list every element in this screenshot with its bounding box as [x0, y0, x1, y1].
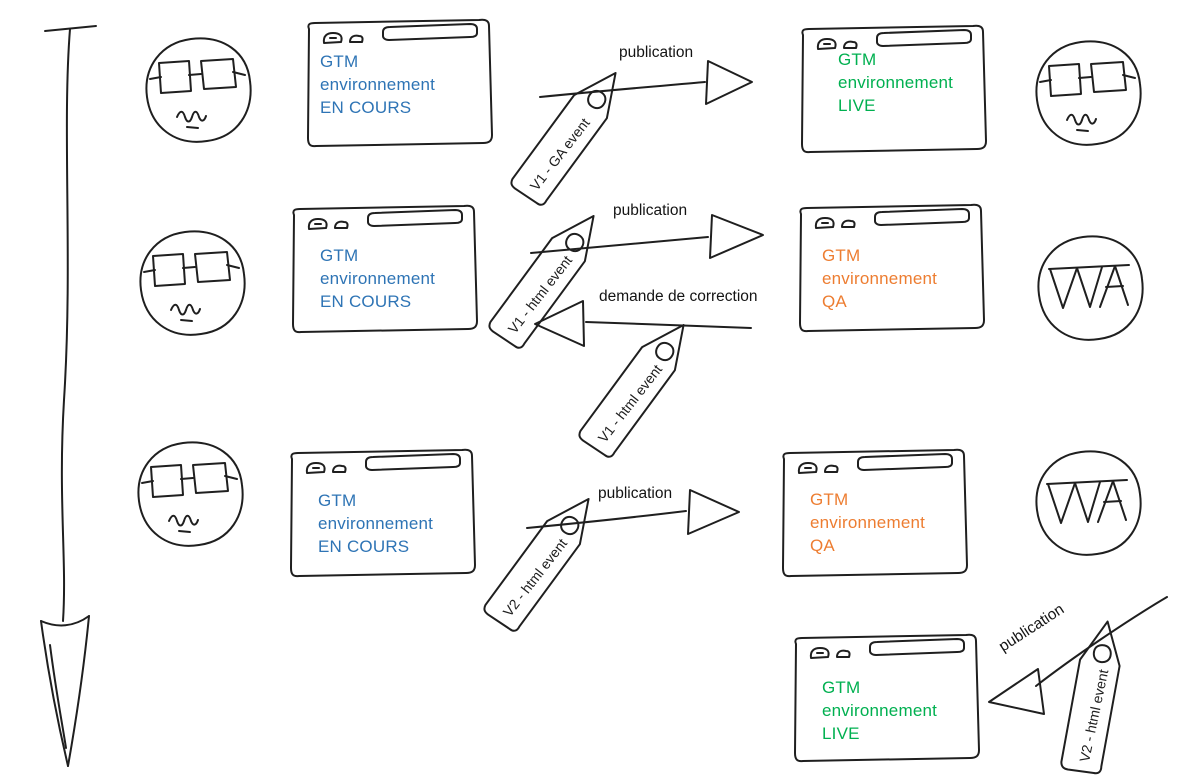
gtm-live-label-1: GTM environnement LIVE — [838, 48, 953, 117]
axis-head-left — [40, 620, 69, 767]
version-tag-v1-html-correction: V1 - html event — [573, 312, 704, 462]
window-text-line: environnement — [838, 73, 954, 92]
version-tag-v1-ga: V1 - GA event — [505, 60, 636, 210]
window-text-line: GTM — [838, 50, 877, 69]
developer-face-icon — [145, 37, 252, 143]
window-text-line: GTM — [810, 490, 849, 509]
window-text-line: GTM — [320, 52, 359, 71]
axis-head-top — [40, 615, 90, 627]
arrowhead-icon — [687, 489, 740, 535]
publication-label: publication — [996, 601, 1067, 656]
arrow-line — [1035, 596, 1168, 687]
reviewer-face-icon — [1035, 40, 1142, 146]
arrowhead-icon — [705, 60, 753, 105]
gtm-encours-label-1: GTM environnement EN COURS — [320, 50, 435, 119]
publication-arrow-4: publication — [988, 596, 1168, 715]
gtm-encours-label-2: GTM environnement EN COURS — [320, 244, 435, 313]
developer-face-icon — [139, 230, 246, 336]
axis-head-right — [67, 615, 90, 767]
window-text-line: LIVE — [822, 724, 860, 743]
gtm-qa-label-2: GTM environnement QA — [810, 488, 925, 557]
arrow-line — [530, 236, 709, 254]
window-text-line: EN COURS — [320, 292, 412, 311]
window-text-line: QA — [810, 536, 835, 555]
window-text-line: environnement — [810, 513, 926, 532]
window-text-line: GTM — [822, 678, 861, 697]
publication-label: publication — [613, 202, 687, 219]
publication-arrow-2: publication — [530, 202, 764, 259]
window-text-line: GTM — [822, 246, 861, 265]
window-text-line: environnement — [318, 514, 434, 533]
qa-reviewer-face-icon — [1037, 235, 1144, 341]
version-tag-label: V2 - html event — [1076, 668, 1111, 764]
gtm-qa-label-1: GTM environnement QA — [822, 244, 937, 313]
window-text-line: environnement — [320, 269, 436, 288]
window-text-line: QA — [822, 292, 847, 311]
gtm-live-label-2: GTM environnement LIVE — [822, 676, 937, 745]
window-text-line: environnement — [822, 269, 938, 288]
arrow-line — [526, 510, 687, 529]
window-text-line: LIVE — [838, 96, 876, 115]
publication-label: publication — [598, 485, 672, 502]
window-text-line: environnement — [822, 701, 938, 720]
window-text-line: EN COURS — [320, 98, 412, 117]
window-text-line: EN COURS — [318, 537, 410, 556]
correction-label: demande de correction — [599, 288, 758, 305]
arrowhead-icon — [534, 300, 585, 347]
publication-arrow-3: publication — [526, 485, 740, 535]
window-text-line: GTM — [318, 491, 357, 510]
arrow-line — [539, 81, 706, 98]
qa-reviewer-face-icon — [1035, 450, 1142, 556]
axis-head-inner — [49, 644, 67, 749]
window-text-line: environnement — [320, 75, 436, 94]
developer-face-icon — [137, 441, 244, 547]
arrowhead-icon — [988, 668, 1045, 715]
time-axis-down-arrow-icon — [40, 25, 97, 767]
window-text-line: GTM — [320, 246, 359, 265]
correction-request-arrow: demande de correction — [534, 288, 758, 347]
version-tag-v2-html: V2 - html event — [478, 486, 609, 636]
arrowhead-icon — [709, 214, 764, 259]
publication-label: publication — [619, 44, 693, 61]
gtm-encours-label-3: GTM environnement EN COURS — [318, 489, 433, 558]
publication-arrow-1: publication — [539, 44, 753, 105]
axis-shaft — [60, 28, 71, 622]
arrow-line — [585, 321, 752, 329]
version-tag-v2-html-live: V2 - html event — [1056, 616, 1133, 778]
